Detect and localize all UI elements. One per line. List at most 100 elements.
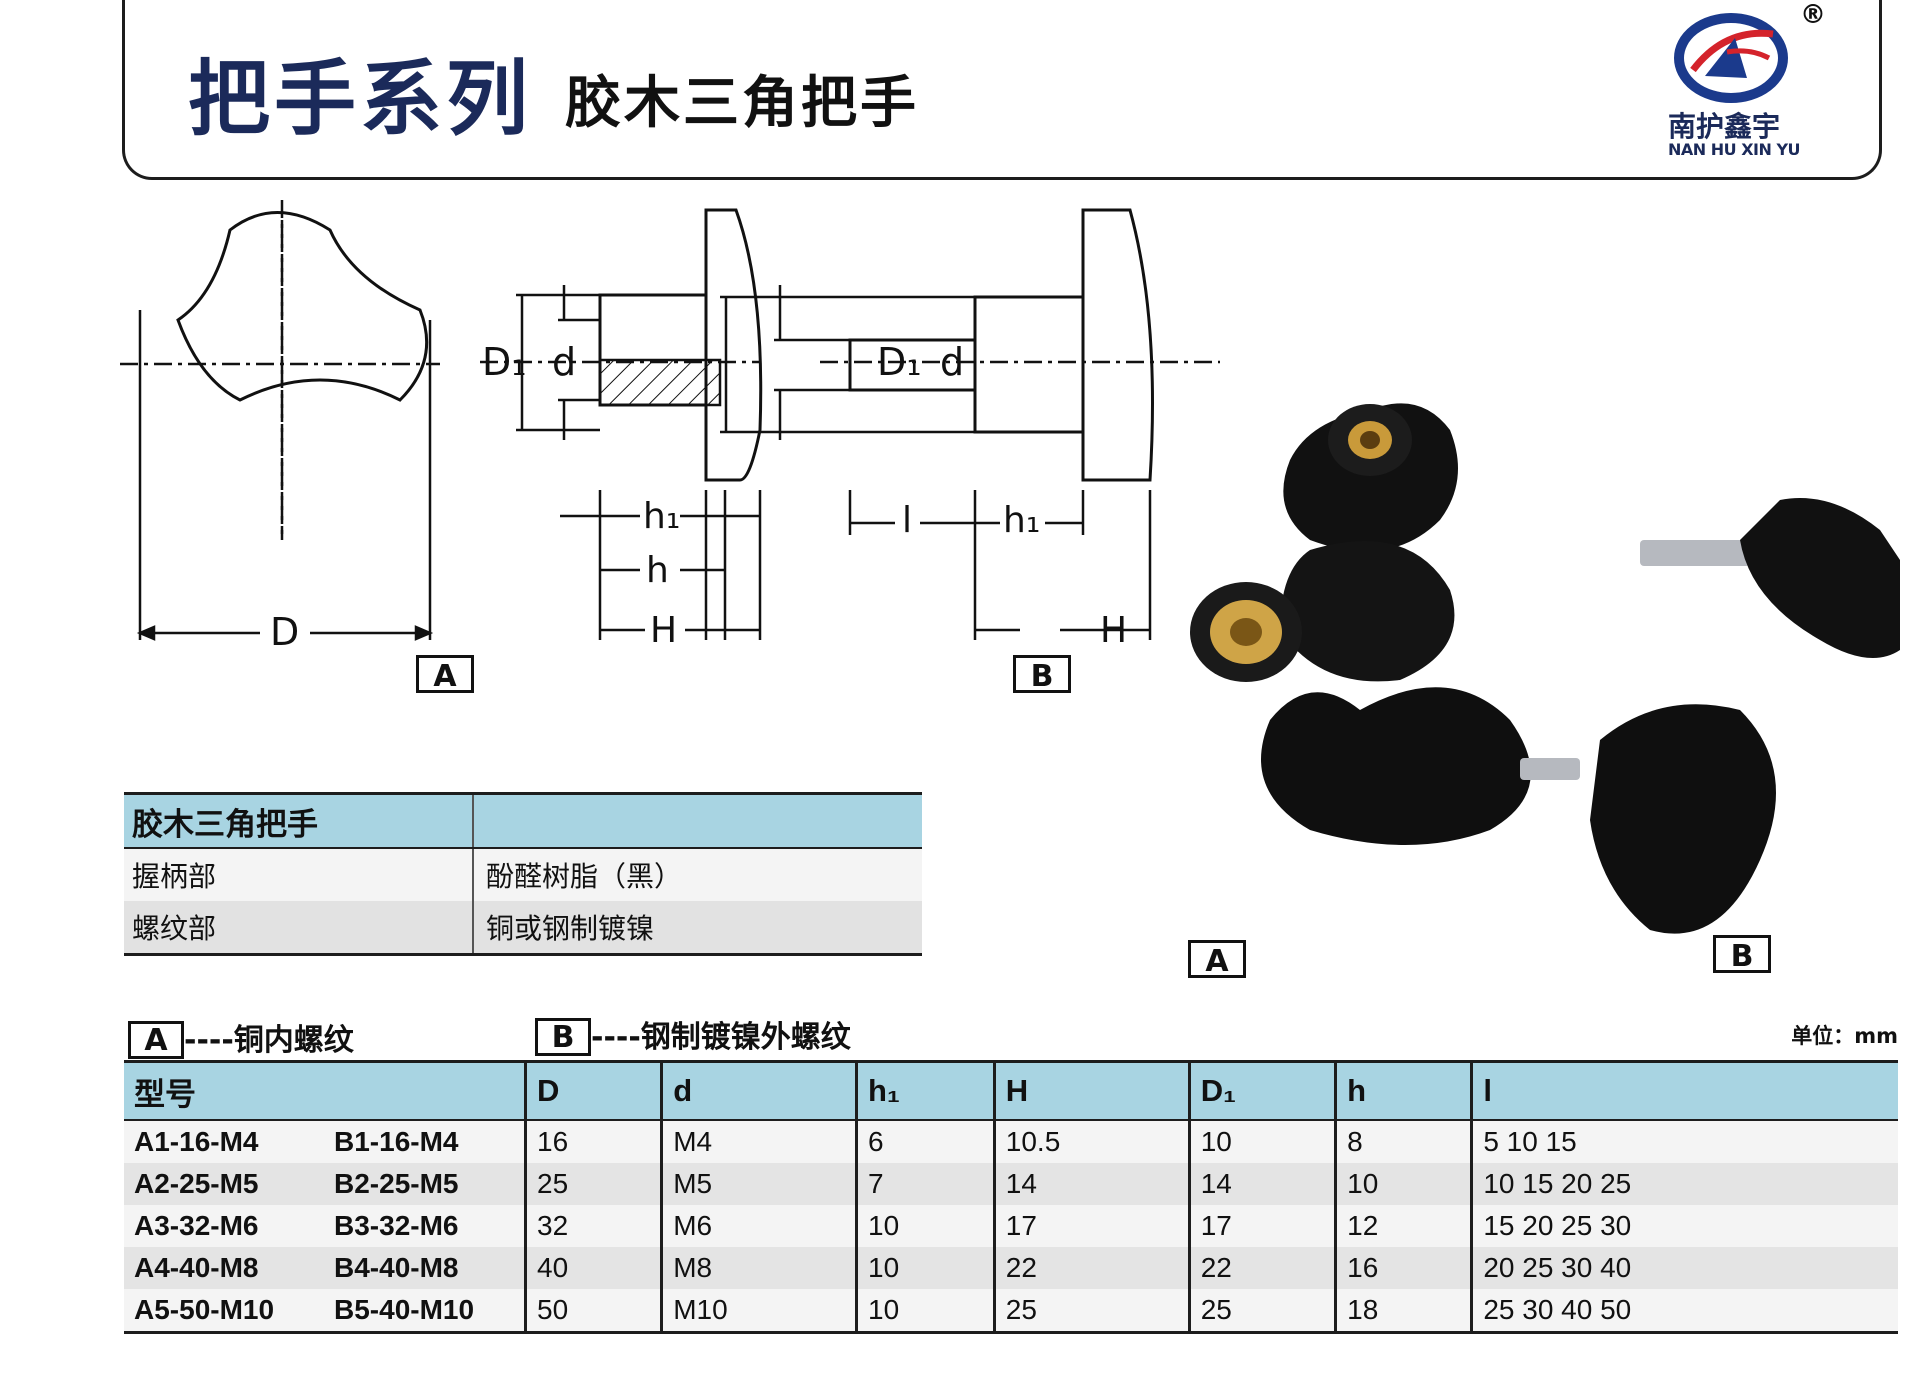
material-value: 铜或钢制镀镍 — [486, 912, 655, 945]
table-row: A5-50-M10 B5-40-M10 50 M10 10 25 25 18 2… — [124, 1289, 1898, 1333]
model-b: B5-40-M10 — [324, 1289, 526, 1333]
cell-H: 22 — [992, 1247, 1190, 1289]
cell-D: 25 — [523, 1163, 662, 1205]
legend-a-box: A — [128, 1021, 184, 1059]
header-h: h — [1334, 1060, 1472, 1121]
cell-h: 12 — [1334, 1205, 1472, 1247]
cell-h: 8 — [1334, 1120, 1472, 1163]
model-a: A1-16-M4 — [124, 1120, 324, 1163]
table-row: A1-16-M4 B1-16-M4 16 M4 6 10.5 10 8 5 10… — [124, 1120, 1898, 1163]
cell-H: 14 — [992, 1163, 1190, 1205]
spec-table: 型号 D d h₁ H D₁ h l A1-16-M4 B1-16-M4 16 … — [124, 1060, 1898, 1334]
product-photos: A B — [1180, 390, 1900, 990]
unit-label: 单位：mm — [1791, 1024, 1898, 1048]
cell-d: M4 — [660, 1120, 857, 1163]
dim-D-label: D — [270, 610, 300, 654]
dim-d-label-a: d — [552, 340, 577, 384]
header-D1: D₁ — [1187, 1060, 1336, 1121]
brand-name-cn: 南护鑫宇 — [1668, 110, 1781, 143]
cell-D: 32 — [523, 1205, 662, 1247]
photo-label-b: B — [1713, 935, 1771, 974]
material-table: 胶木三角把手 握柄部 酚醛树脂（黑） 螺纹部 铜或钢制镀镍 — [124, 792, 922, 956]
drawing-lines — [120, 200, 1220, 641]
cell-l: 10 15 20 25 — [1470, 1163, 1898, 1205]
material-part: 螺纹部 — [124, 901, 474, 953]
registered-mark: ® — [1800, 0, 1826, 30]
model-b: B2-25-M5 — [324, 1163, 526, 1205]
material-row: 握柄部 酚醛树脂（黑） — [124, 849, 922, 901]
product-photo-art — [1190, 403, 1900, 934]
cell-D1: 14 — [1187, 1163, 1336, 1205]
model-a: A4-40-M8 — [124, 1247, 324, 1289]
cell-h: 18 — [1334, 1289, 1472, 1333]
dim-l-label: l — [902, 500, 913, 541]
dim-h-label: h — [646, 550, 669, 591]
header-l: l — [1470, 1060, 1898, 1121]
cell-H: 17 — [992, 1205, 1190, 1247]
cell-d: M5 — [660, 1163, 857, 1205]
photo-label-a: A — [1188, 940, 1246, 979]
product-title: 胶木三角把手 — [565, 71, 919, 136]
header-model: 型号 — [124, 1060, 526, 1121]
cell-H: 10.5 — [992, 1120, 1190, 1163]
cell-D: 40 — [523, 1247, 662, 1289]
cell-h1: 10 — [855, 1289, 995, 1333]
legend-b: B----钢制镀镍外螺纹 — [535, 1012, 851, 1056]
dim-H-label-a: H — [650, 610, 678, 651]
series-title: 把手系列 — [188, 52, 533, 147]
cell-h1: 6 — [855, 1120, 995, 1163]
cell-l: 20 25 30 40 — [1470, 1247, 1898, 1289]
cell-h1: 7 — [855, 1163, 995, 1205]
table-row: A3-32-M6 B3-32-M6 32 M6 10 17 17 12 15 2… — [124, 1205, 1898, 1247]
cell-l: 25 30 40 50 — [1470, 1289, 1898, 1333]
cell-h1: 10 — [855, 1247, 995, 1289]
dim-D1-label-a: D₁ — [482, 340, 527, 384]
model-a: A3-32-M6 — [124, 1205, 324, 1247]
model-b: B1-16-M4 — [324, 1120, 526, 1163]
cell-h1: 10 — [855, 1205, 995, 1247]
cell-h: 10 — [1334, 1163, 1472, 1205]
cell-D1: 10 — [1187, 1120, 1336, 1163]
header-h1: h₁ — [855, 1060, 995, 1121]
cell-D1: 17 — [1187, 1205, 1336, 1247]
material-table-header: 胶木三角把手 — [124, 792, 922, 849]
model-b: B4-40-M8 — [324, 1247, 526, 1289]
cell-d: M8 — [660, 1247, 857, 1289]
technical-drawings: D D₁ d h₁ h H D₁ d l h₁ H A B — [120, 200, 1330, 710]
legend-a-text: ----铜内螺纹 — [184, 1023, 354, 1058]
drawing-label-b: B — [1013, 655, 1071, 694]
header-d: d — [660, 1060, 857, 1121]
cell-D: 50 — [523, 1289, 662, 1333]
dim-h1-label-b: h₁ — [1003, 500, 1041, 541]
legend-a: A----铜内螺纹 — [128, 1015, 354, 1059]
model-a: A2-25-M5 — [124, 1163, 324, 1205]
cell-d: M10 — [660, 1289, 857, 1333]
material-header-name: 胶木三角把手 — [124, 795, 474, 847]
drawing-label-a: A — [416, 655, 474, 694]
cell-D: 16 — [523, 1120, 662, 1163]
brand-name-en: NAN HU XIN YU — [1668, 140, 1801, 159]
header-D: D — [523, 1060, 662, 1121]
model-a: A5-50-M10 — [124, 1289, 324, 1333]
brand-logo — [1674, 13, 1788, 103]
table-row: A4-40-M8 B4-40-M8 40 M8 10 22 22 16 20 2… — [124, 1247, 1898, 1289]
legend-b-text: ----钢制镀镍外螺纹 — [591, 1020, 851, 1055]
material-value: 酚醛树脂（黑） — [486, 860, 683, 893]
spec-header-row: 型号 D d h₁ H D₁ h l — [124, 1060, 1898, 1121]
model-b: B3-32-M6 — [324, 1205, 526, 1247]
table-row: A2-25-M5 B2-25-M5 25 M5 7 14 14 10 10 15… — [124, 1163, 1898, 1205]
cell-h: 16 — [1334, 1247, 1472, 1289]
dim-h1-label-a: h₁ — [643, 496, 681, 537]
cell-D1: 25 — [1187, 1289, 1336, 1333]
cell-l: 15 20 25 30 — [1470, 1205, 1898, 1247]
material-part: 握柄部 — [124, 849, 474, 901]
dim-H-label-b: H — [1100, 610, 1128, 651]
cell-H: 25 — [992, 1289, 1190, 1333]
header-H: H — [992, 1060, 1190, 1121]
legend-b-box: B — [535, 1018, 591, 1056]
dim-D1-label-b: D₁ — [877, 340, 922, 384]
header-frame — [122, 0, 1882, 180]
dim-d-label-b: d — [940, 340, 965, 384]
material-row: 螺纹部 铜或钢制镀镍 — [124, 901, 922, 953]
cell-l: 5 10 15 — [1470, 1120, 1898, 1163]
